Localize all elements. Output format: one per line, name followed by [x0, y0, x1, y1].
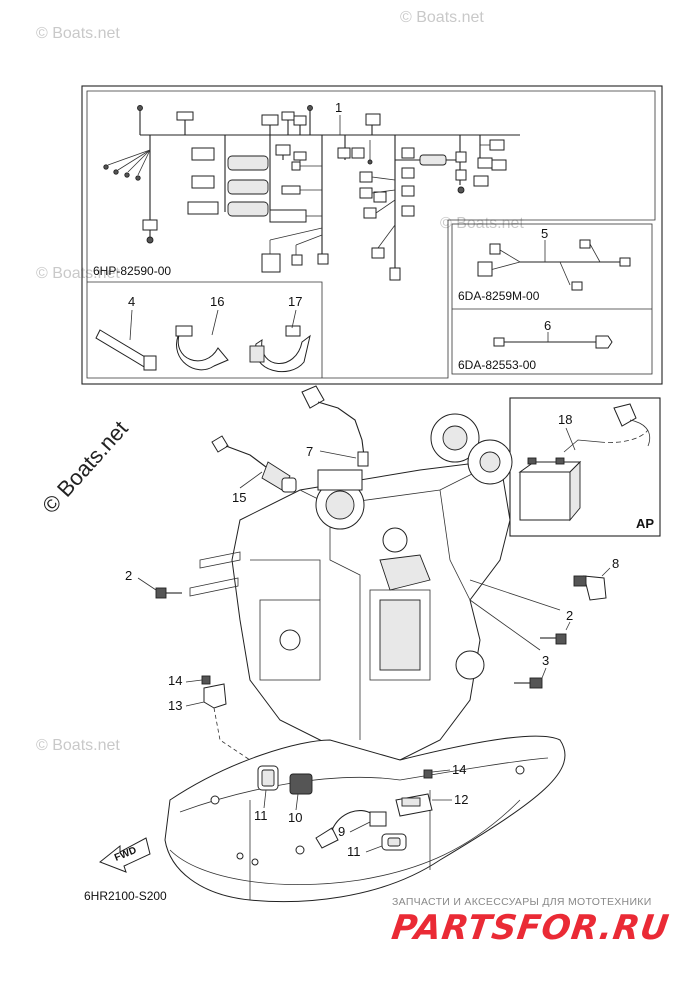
wire-harness-6: 6	[493, 318, 613, 349]
watermark-low-left: © Boats.net	[36, 737, 120, 754]
bracket-13: 13	[168, 683, 251, 761]
grommet-11-right: 11	[347, 833, 407, 859]
fwd-arrow: FWD	[99, 837, 151, 873]
callout-6: 6	[544, 318, 551, 333]
watermark-top-left: © Boats.net	[36, 25, 120, 42]
harness-kit-frame	[81, 85, 663, 385]
part-number-harness-5: 6DA-8259M-00	[458, 289, 540, 303]
bolt-3: 3	[514, 653, 549, 689]
footer-logo[interactable]: PARTSFOR.RU	[389, 908, 672, 948]
callout-7: 7	[306, 444, 313, 459]
screw-14-lower: 14	[423, 762, 466, 779]
clamp-17: 17	[249, 294, 311, 373]
callout-17: 17	[288, 294, 302, 309]
callout-10: 10	[288, 810, 302, 825]
clamp-16: 16	[175, 294, 229, 371]
cable-tie-4: 4	[95, 294, 157, 371]
callout-14-upper: 14	[168, 673, 182, 688]
callout-4: 4	[128, 294, 135, 309]
watermark-mid-right: © Boats.net	[440, 215, 524, 232]
footer-tagline: ЗАПЧАСТИ И АКСЕССУАРЫ ДЛЯ МОТОТЕХНИКИ	[392, 896, 652, 908]
callout-15: 15	[232, 490, 246, 505]
callout-9: 9	[338, 824, 345, 839]
callout-18: 18	[558, 412, 572, 427]
grommet-11-left: 11	[254, 765, 279, 823]
terminal-12: 12	[395, 792, 468, 817]
screw-14-upper: 14	[168, 673, 211, 688]
callout-11-left: 11	[254, 808, 268, 823]
bolt-2-right: 2	[540, 608, 573, 645]
sensor-8: 8	[573, 556, 619, 601]
watermark-top-right: © Boats.net	[400, 9, 484, 26]
callout-8: 8	[612, 556, 619, 571]
callout-5: 5	[541, 226, 548, 241]
callout-1: 1	[335, 100, 342, 115]
ap-inset: 18 AP	[509, 397, 661, 537]
lead-9: 9	[315, 810, 387, 849]
watermark-copyright: © Boats.net	[37, 416, 133, 518]
part-number-harness-main: 6HP-82590-00	[93, 264, 171, 278]
sensor-7: 7	[301, 385, 369, 467]
callout-14-lower: 14	[452, 762, 466, 777]
sensor-15: 15	[211, 435, 297, 505]
engine-block	[189, 413, 561, 761]
callout-13: 13	[168, 698, 182, 713]
callout-2-right: 2	[566, 608, 573, 623]
callout-16: 16	[210, 294, 224, 309]
wire-harness-main: 1	[103, 100, 520, 281]
callout-2-left: 2	[125, 568, 132, 583]
bottom-cowling	[164, 735, 566, 903]
callout-12: 12	[454, 792, 468, 807]
callout-11-right: 11	[347, 844, 361, 859]
cap-10: 10	[288, 773, 313, 825]
ap-label: AP	[636, 516, 654, 531]
bolt-2-left: 2	[125, 568, 182, 599]
diagram-code: 6HR2100-S200	[84, 889, 167, 903]
wire-harness-5: 5	[477, 226, 631, 291]
part-number-harness-6: 6DA-82553-00	[458, 358, 536, 372]
callout-3: 3	[542, 653, 549, 668]
watermark-mid-left: © Boats.net	[36, 265, 120, 282]
